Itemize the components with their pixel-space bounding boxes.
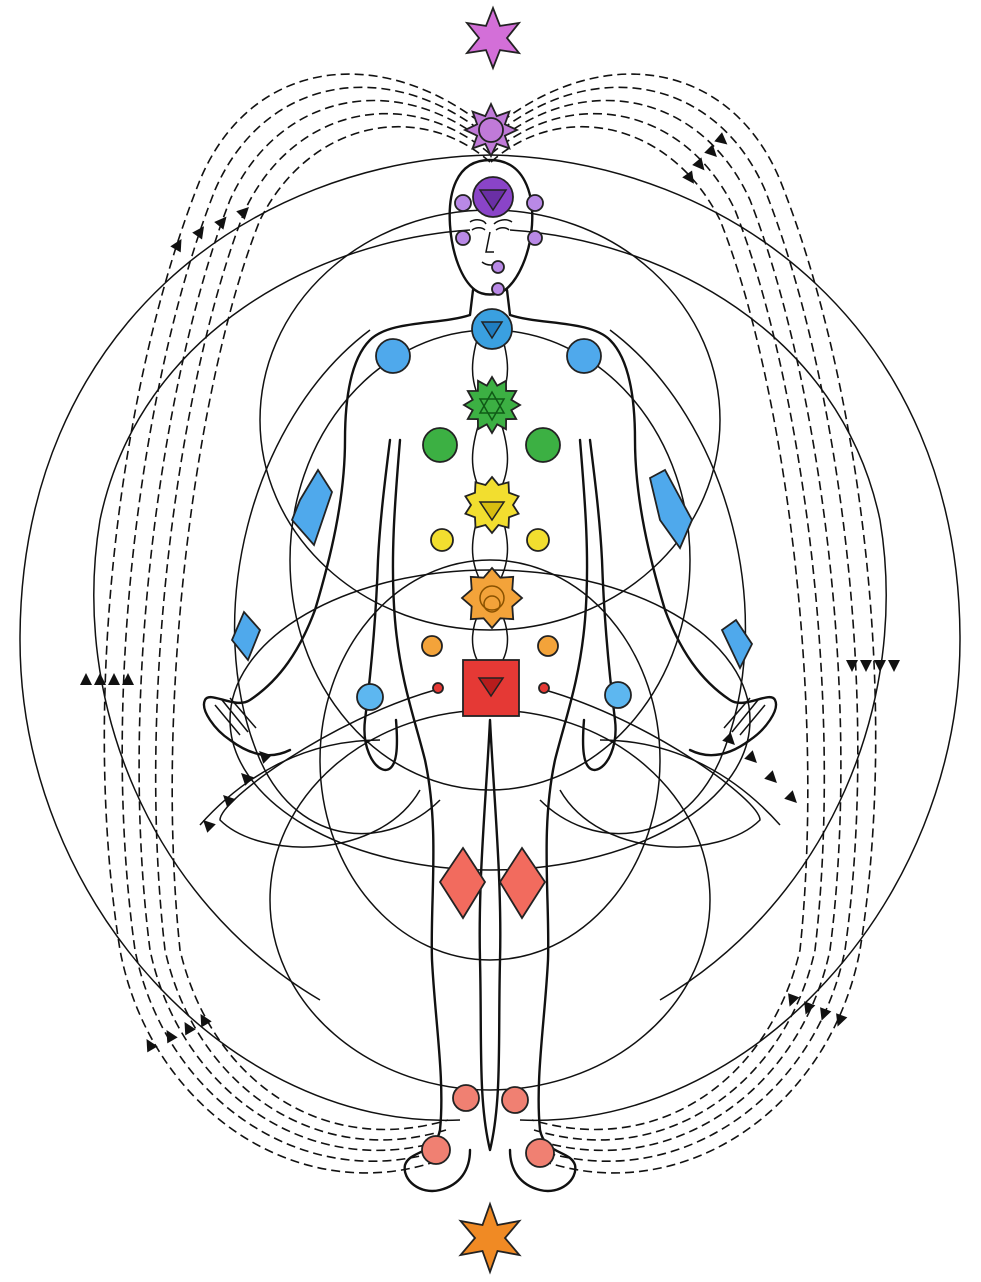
body-outline-left	[204, 290, 473, 755]
heart-chakra	[464, 377, 520, 433]
arrowhead-icon	[888, 660, 900, 672]
left-shoulder-chakra	[376, 339, 410, 373]
inner-legs	[480, 720, 501, 1150]
arrowhead-icon	[784, 993, 799, 1008]
root-chakra	[463, 660, 519, 716]
right-foot-chakra	[526, 1139, 554, 1167]
right-chest-chakra	[526, 428, 560, 462]
left-foot-chakra	[422, 1136, 450, 1164]
right-torso-leg	[510, 440, 587, 1191]
left-torso-leg	[393, 440, 470, 1191]
right-hand-chakra	[605, 682, 631, 708]
sacral-chakra	[462, 568, 522, 628]
left-upper-arm-diamond	[292, 470, 332, 545]
throat-chakra	[472, 309, 512, 349]
right-forearm-diamond	[722, 620, 752, 668]
arrowhead-icon	[764, 770, 781, 787]
right-knee-diamond	[500, 848, 545, 918]
left-forearm-diamond	[232, 612, 260, 660]
right-ankle-chakra	[502, 1087, 528, 1113]
left-knee-diamond	[440, 848, 485, 918]
arrowhead-icon	[214, 213, 231, 230]
right-solar-chakra	[527, 529, 549, 551]
face-brows	[470, 220, 512, 224]
left-sacral-chakra	[422, 636, 442, 656]
face-eyes	[472, 228, 509, 230]
soul-star-chakra	[467, 8, 519, 68]
arrowhead-icon	[874, 660, 886, 672]
arrowhead-icon	[714, 132, 731, 149]
left-hand-chakra	[357, 684, 383, 710]
arrowhead-icon	[80, 673, 92, 685]
arrowhead-icon	[192, 223, 209, 240]
left-ankle-chakra	[453, 1085, 479, 1111]
right-hand-hatch	[724, 698, 765, 735]
left-hand-hatch	[215, 698, 256, 735]
arrowhead-icon	[179, 1019, 195, 1035]
arrowhead-icon	[860, 660, 872, 672]
arrowhead-icon	[94, 673, 106, 685]
arrowhead-icon	[704, 144, 721, 161]
right-upper-arm-diamond	[650, 470, 692, 548]
crown-chakra	[465, 104, 517, 156]
arrowhead-icon	[236, 203, 253, 220]
chakras	[232, 8, 752, 1272]
right-shoulder-chakra	[567, 339, 601, 373]
left-solar-chakra	[431, 529, 453, 551]
arrowhead-icon	[784, 790, 801, 807]
arrowhead-icon	[108, 673, 120, 685]
arrowhead-icon	[744, 750, 761, 767]
right-sacral-chakra	[538, 636, 558, 656]
right-root-point	[539, 683, 549, 693]
arrowhead-icon	[161, 1027, 177, 1043]
left-root-point	[433, 683, 443, 693]
solar-plexus-chakra	[465, 477, 518, 533]
face-nose	[486, 232, 494, 252]
earth-star-chakra	[461, 1204, 520, 1272]
arrowhead-icon	[816, 1007, 831, 1022]
left-chest-chakra	[423, 428, 457, 462]
arrowhead-icon	[141, 1036, 157, 1052]
